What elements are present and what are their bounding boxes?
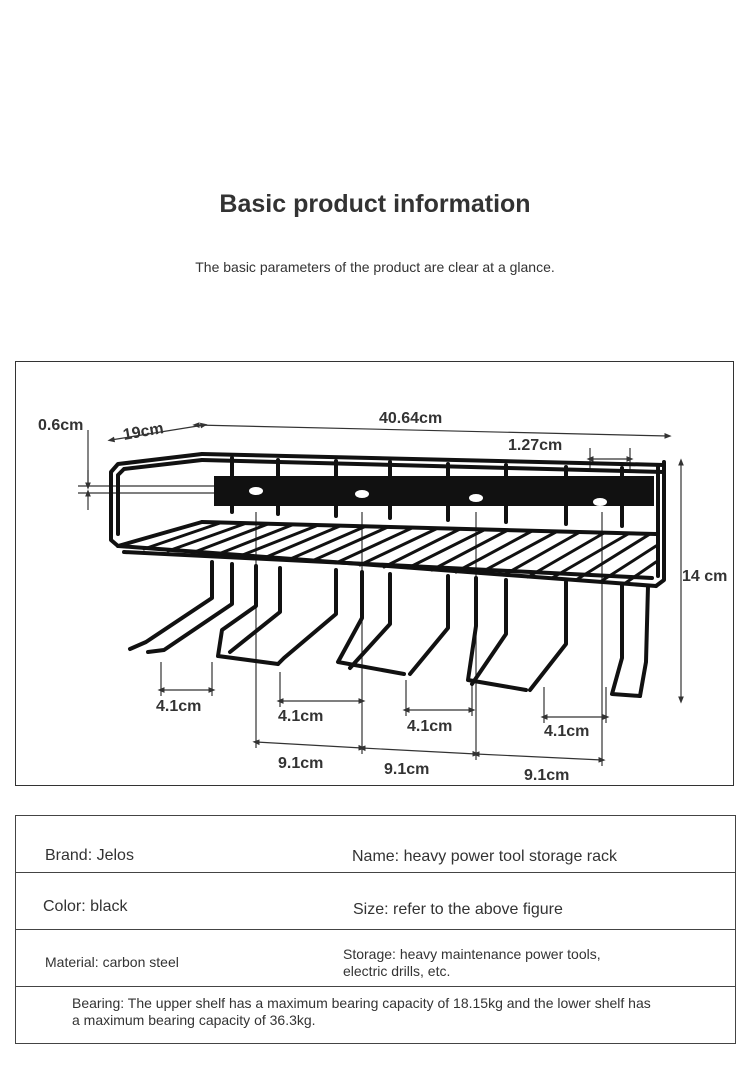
dim-width: 40.64cm — [379, 410, 442, 427]
dim-line-width — [192, 422, 672, 439]
brand-value: Brand: Jelos — [45, 847, 134, 864]
dim-hole-spacing: 1.27cm — [508, 437, 562, 454]
page-title: Basic product information — [219, 190, 531, 218]
dim-slot-4: 4.1cm — [544, 723, 589, 740]
dim-slot-3: 4.1cm — [407, 718, 452, 735]
info-row-color: Color: black Size: refer to the above fi… — [16, 873, 735, 930]
color-value: Color: black — [43, 898, 128, 915]
rack-drawing: 0.6cm 19cm 40.64cm 1.27cm 14 cm 4.1cm 4.… — [38, 410, 727, 784]
dim-depth: 19cm — [122, 420, 165, 444]
dim-pitch-3: 9.1cm — [524, 767, 569, 784]
dimension-figure: 0.6cm 19cm 40.64cm 1.27cm 14 cm 4.1cm 4.… — [15, 361, 734, 786]
dim-thickness: 0.6cm — [38, 417, 83, 434]
page-subtitle: The basic parameters of the product are … — [195, 259, 555, 275]
info-row-brand: Brand: Jelos Name: heavy power tool stor… — [16, 816, 735, 873]
name-value: Name: heavy power tool storage rack — [352, 848, 618, 865]
dim-height: 14 cm — [682, 568, 727, 585]
dim-slot-1: 4.1cm — [156, 698, 201, 715]
dim-slot-2: 4.1cm — [278, 708, 323, 725]
dim-line-depth — [107, 422, 208, 443]
rack — [109, 452, 666, 698]
storage-value: Storage: heavy maintenance power tools, … — [343, 946, 601, 979]
size-value: Size: refer to the above figure — [353, 901, 563, 918]
dim-pitch-2: 9.1cm — [384, 761, 429, 778]
info-row-material: Material: carbon steel Storage: heavy ma… — [16, 930, 735, 987]
material-value: Material: carbon steel — [45, 954, 179, 970]
product-info-table: Brand: Jelos Name: heavy power tool stor… — [15, 815, 736, 1044]
bearing-value: Bearing: The upper shelf has a maximum b… — [72, 995, 651, 1028]
info-row-bearing: Bearing: The upper shelf has a maximum b… — [16, 987, 735, 1043]
dim-pitch-1: 9.1cm — [278, 755, 323, 772]
